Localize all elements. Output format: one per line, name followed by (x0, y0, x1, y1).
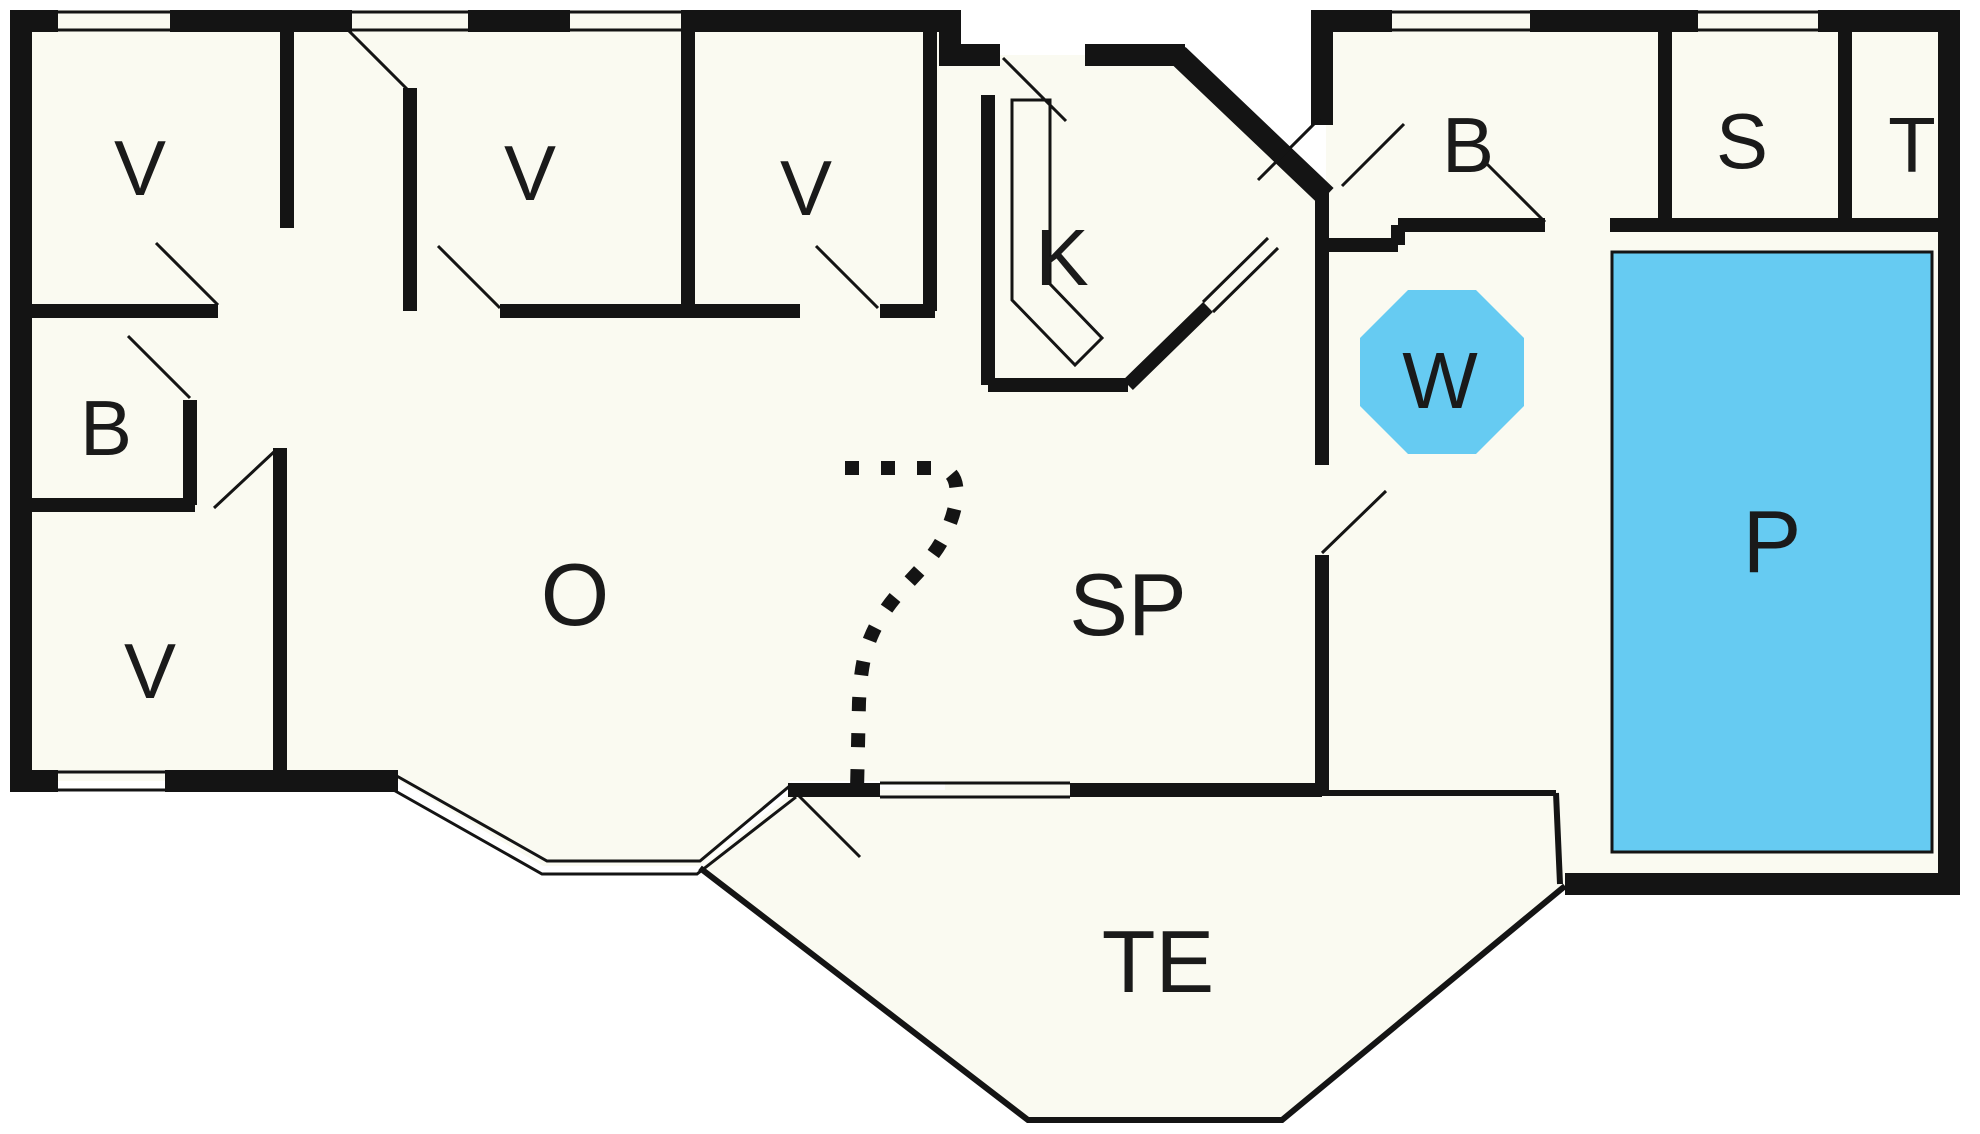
room-label-dining-area: SP (1069, 555, 1186, 654)
window-lines (57, 10, 1818, 799)
whirlpool-shape (1360, 290, 1524, 454)
room-label-bath-left-wing: B (80, 384, 132, 472)
room-label-living-room: O (541, 545, 609, 644)
room-label-terrace: TE (1102, 912, 1214, 1011)
room-label-sauna: S (1716, 97, 1768, 185)
room-label-bedroom-top-right: V (780, 144, 832, 232)
kitchen-counter (1010, 98, 1105, 368)
room-label-bedroom-top-mid: V (504, 129, 556, 217)
room-label-bedroom-top-left: V (114, 124, 166, 212)
bay-window-lines (389, 773, 797, 876)
room-label-kitchen: K (1035, 213, 1088, 302)
room-label-bedroom-bottom-left: V (124, 627, 176, 715)
floor-left-wing (10, 10, 945, 781)
room-labels: V V V K B S T B V O SP W P TE (80, 97, 1936, 1011)
floor-terrace (700, 790, 1565, 1120)
terrace-outline (698, 790, 1567, 1123)
floor-bay (395, 778, 790, 866)
pool-shape (1610, 250, 1934, 854)
door-swing-lines (126, 28, 1547, 859)
room-divider-dashed (845, 461, 964, 791)
room-label-bath-right-wing: B (1442, 101, 1494, 189)
interior-walls (10, 10, 1960, 797)
room-label-toilet: T (1888, 101, 1936, 189)
outer-walls (10, 10, 1960, 895)
room-label-pool: P (1743, 492, 1802, 591)
room-label-whirlpool: W (1402, 336, 1478, 425)
